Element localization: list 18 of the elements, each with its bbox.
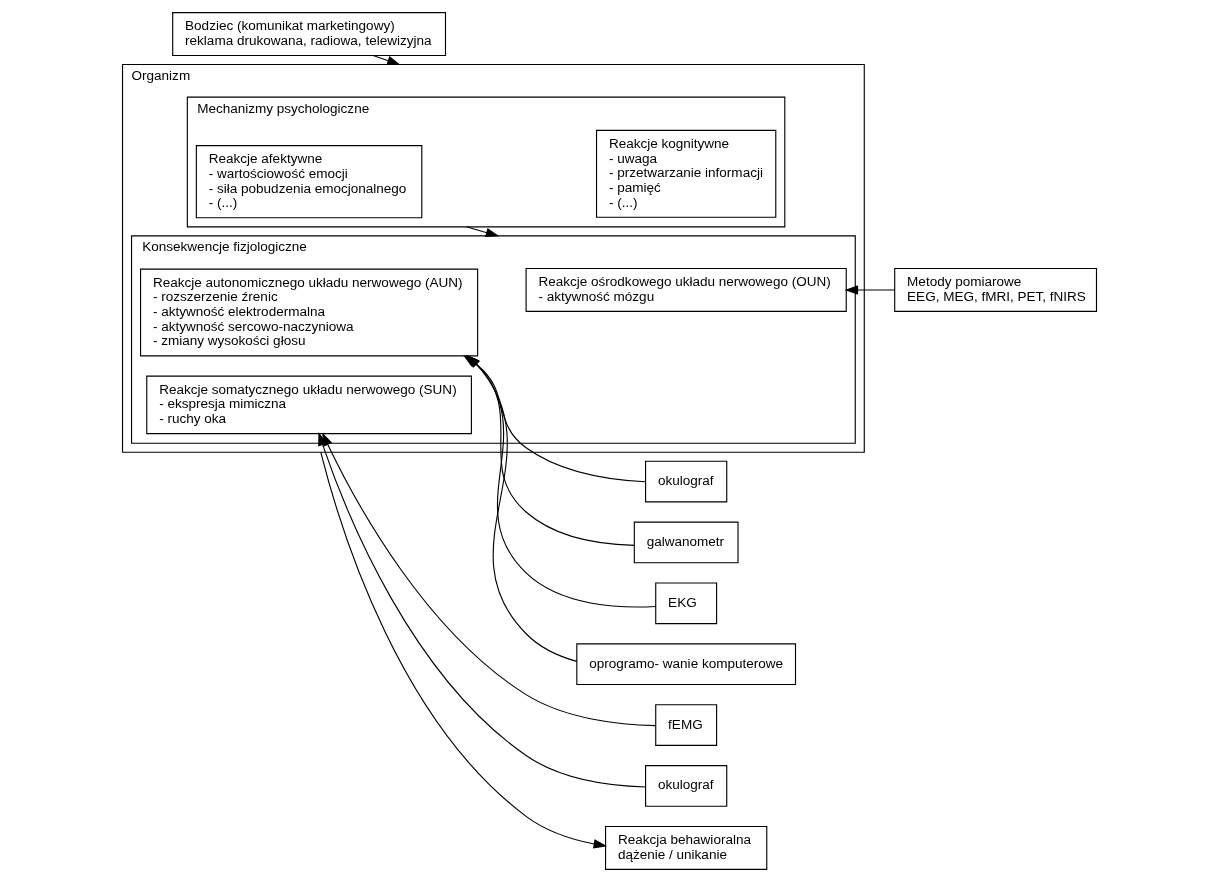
- node-box: Reakcje kognitywne - uwaga - przetwarzanie informacji - pamięć - (...): [595, 129, 776, 218]
- arrow: [844, 285, 895, 295]
- node-box: Metody pomiarowe EEG, MEG, fMRI, PET, fNIRS: [893, 267, 1097, 312]
- node-box: fEMG: [654, 704, 717, 746]
- node-box: okulograf: [644, 765, 727, 807]
- node-box: okulograf: [644, 460, 727, 503]
- node-box: Reakcje afektywne - wartościowość emocji - siła pobudzenia emocjonalnego - (...): [195, 145, 422, 219]
- node-box: galwanometr: [633, 521, 739, 564]
- node-box: EKG: [654, 582, 717, 625]
- arrow: [465, 226, 499, 238]
- node-box: Bodziec (komunikat marketingowy) reklama drukowana, radiowa, telewizyjna: [171, 12, 446, 57]
- node-box: oprogramo- wanie komputerowe: [575, 643, 796, 686]
- node-box: Reakcja behawioralna dążenie / unikanie: [604, 825, 767, 870]
- arrow: [319, 451, 607, 849]
- arrow: [372, 54, 401, 66]
- node-box: Reakcje ośrodkowego układu nerwowego (OUN) - aktywność mózgu: [525, 267, 847, 312]
- node-box: Reakcje somatycznego układu nerwowego (SUN) - ekspresja mimiczna - ruchy oka: [145, 375, 472, 435]
- node-box: Reakcje autonomicznego układu nerwowego (AUN) - rozszerzenie źrenic - aktywność elektrodermalna - aktywność sercowo-naczyniowa - zmiany wysokości głosu: [139, 268, 478, 357]
